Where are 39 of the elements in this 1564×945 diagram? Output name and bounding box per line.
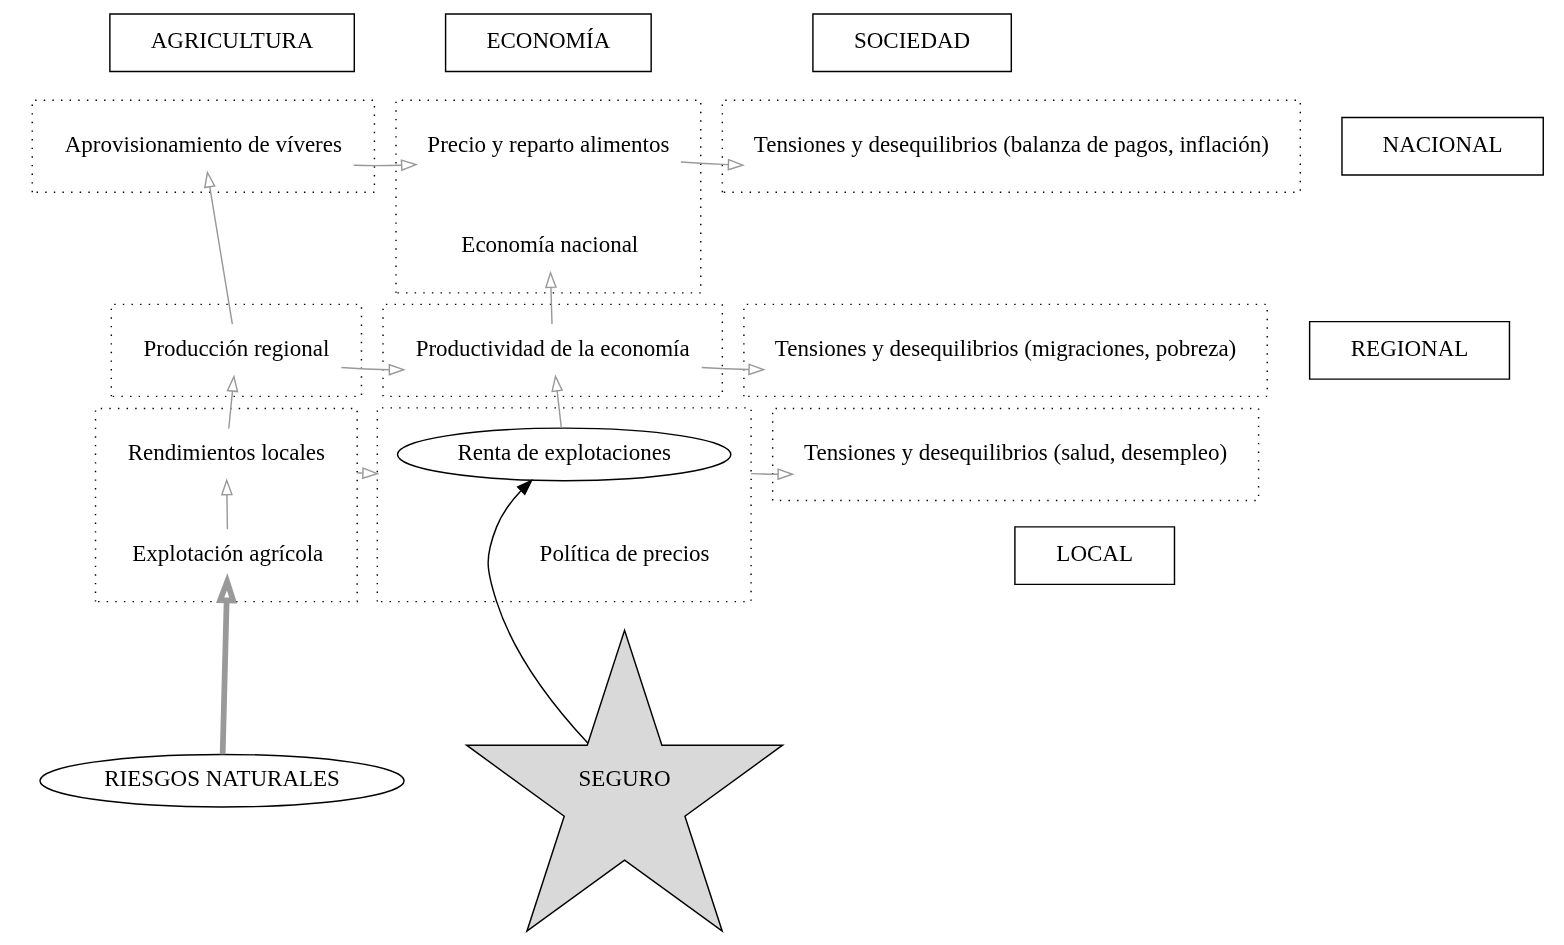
- arrow: [356, 467, 380, 480]
- node-box: LOCAL: [1014, 526, 1176, 586]
- node-text: Producción regional: [143, 335, 330, 361]
- node-text: Explotación agrícola: [132, 541, 324, 567]
- node-ellipse: RIESGOS NATURALES: [39, 753, 405, 808]
- node-text: Aprovisionamiento de víveres: [64, 131, 342, 157]
- cluster: [376, 407, 752, 603]
- cluster: [382, 303, 724, 398]
- node-box: ECONOMÍA: [444, 13, 652, 73]
- node-text: Tensiones y desequilibrios (salud, desempleo): [804, 439, 1228, 465]
- node-box: NACIONAL: [1341, 116, 1544, 176]
- node-box: SOCIEDAD: [812, 13, 1013, 73]
- arrow: [220, 478, 233, 531]
- cluster: [721, 99, 1301, 193]
- cluster: [31, 99, 376, 193]
- cluster: [771, 407, 1260, 502]
- node-text: Tensiones y desequilibrios (balanza de pagos, inflación): [753, 131, 1269, 157]
- node-text: Rendimientos locales: [127, 439, 326, 465]
- arrow: [551, 374, 564, 429]
- arrow: [680, 158, 745, 171]
- arrow: [544, 270, 557, 325]
- node-box: REGIONAL: [1308, 320, 1511, 380]
- arrow: [216, 573, 238, 755]
- arrow: [701, 363, 766, 376]
- node-text: Precio y reparto alimentos: [427, 131, 670, 157]
- cluster: [110, 303, 363, 398]
- cluster: [395, 99, 702, 294]
- node-text: Productividad de la economía: [415, 335, 690, 361]
- node-text: Política de precios: [539, 541, 710, 567]
- cluster: [743, 303, 1268, 398]
- node-text: Economía nacional: [461, 232, 639, 258]
- node-box: AGRICULTURA: [109, 13, 355, 73]
- arrow: [340, 363, 406, 376]
- arrow: [750, 468, 795, 481]
- arrow: [226, 374, 239, 430]
- arrow: [352, 159, 419, 172]
- arrow: [203, 170, 234, 325]
- node-ellipse: Renta de explotaciones: [396, 427, 732, 482]
- node-text: Tensiones y desequilibrios (migraciones, pobreza): [774, 335, 1237, 361]
